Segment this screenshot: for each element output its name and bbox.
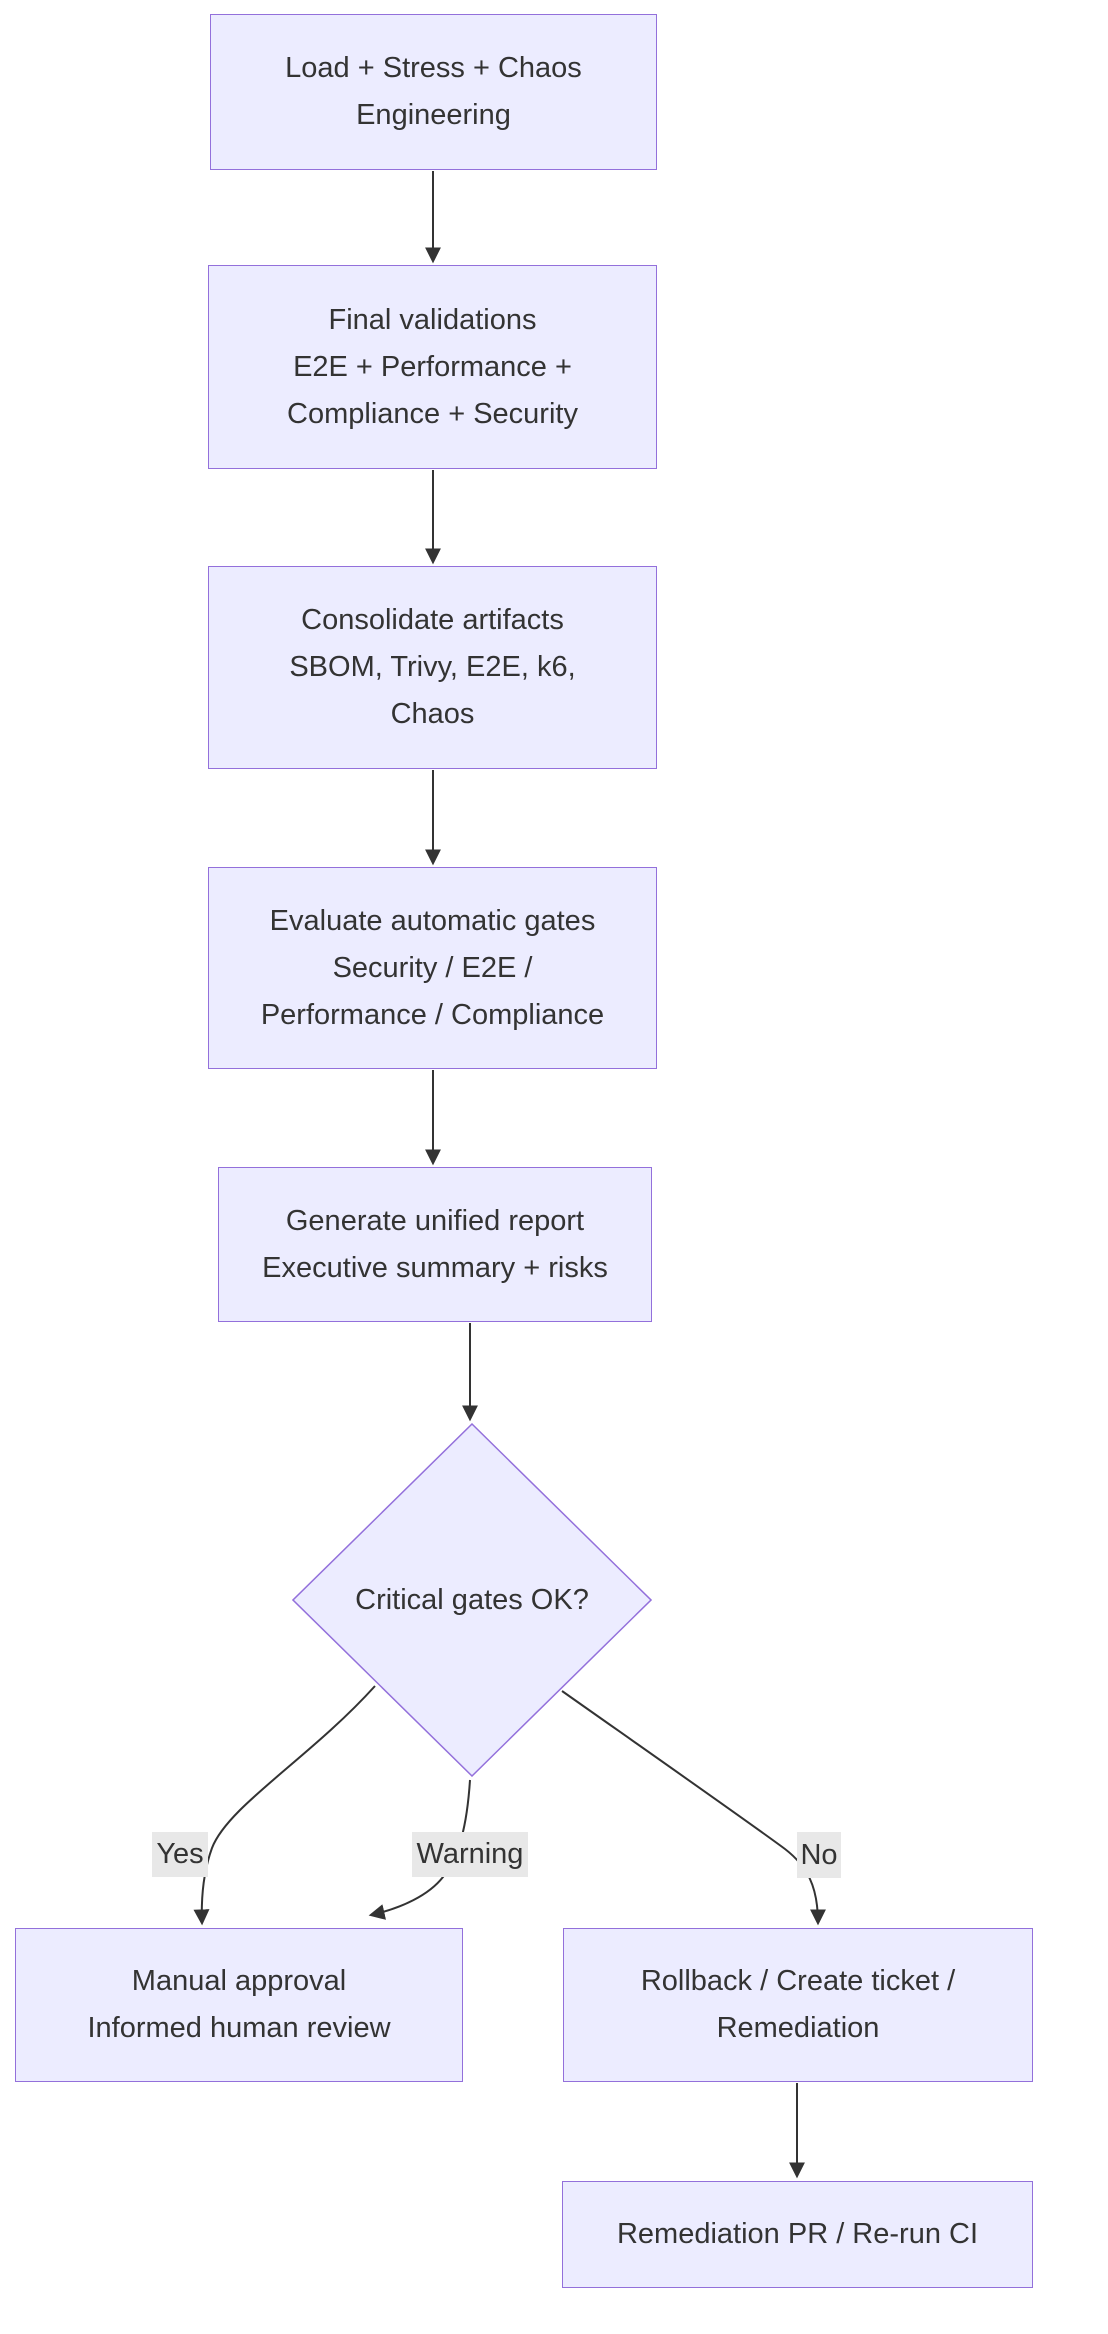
diamond-shape [292, 1423, 652, 1777]
node-label-line: Load + Stress + Chaos [285, 52, 582, 84]
edge-label-text: Yes [156, 1838, 204, 1870]
node-rollback: Rollback / Create ticket / Remediation [563, 1928, 1033, 2082]
node-label-line: Generate unified report [285, 1204, 585, 1237]
node-label-line: Remediation [716, 2012, 880, 2044]
node-label-line: Manual approval [131, 1965, 347, 1997]
edge-label-warning: Warning [412, 1832, 528, 1877]
node-final-validations: Final validations E2E + Performance + Co… [208, 265, 657, 469]
edge-label-no: No [797, 1832, 841, 1878]
node-label-line: SBOM, Trivy, E2E, k6, [289, 651, 576, 683]
node-remediation-pr: Remediation PR / Re-run CI [562, 2181, 1033, 2288]
edge-decision-no [561, 1690, 826, 1926]
node-label-line: Performance / Compliance [260, 998, 605, 1031]
node-label-line: Evaluate automatic gates [269, 904, 596, 937]
node-consolidate-artifacts: Consolidate artifacts SBOM, Trivy, E2E, … [208, 566, 657, 769]
node-label-line: Chaos [390, 698, 475, 730]
node-label-line: Engineering [356, 99, 511, 131]
edge-label-yes: Yes [152, 1832, 208, 1877]
node-label-line: Informed human review [87, 2012, 391, 2044]
node-label-line: Consolidate artifacts [301, 604, 564, 636]
node-label-line: Compliance + Security [287, 397, 578, 430]
decision-label: Critical gates OK? [355, 1583, 589, 1616]
node-load-stress-chaos: Load + Stress + Chaos Engineering [210, 14, 657, 170]
node-evaluate-gates: Evaluate automatic gates Security / E2E … [208, 867, 657, 1069]
node-label-line: Final validations [328, 303, 537, 336]
decision-critical-gates: Critical gates OK? [292, 1423, 652, 1777]
node-generate-report: Generate unified report Executive summar… [218, 1167, 652, 1322]
node-label-line: Remediation PR / Re-run CI [616, 2218, 979, 2250]
node-label-line: Executive summary + risks [262, 1251, 608, 1284]
node-label-line: Security / E2E / [332, 951, 533, 984]
node-label-line: E2E + Performance + [293, 350, 572, 383]
node-label-line: Rollback / Create ticket / [640, 1965, 956, 1997]
edge-label-text: Warning [416, 1838, 524, 1870]
node-manual-approval: Manual approval Informed human review [15, 1928, 463, 2082]
edge-decision-yes [193, 1685, 376, 1926]
edge-label-text: No [800, 1838, 838, 1871]
